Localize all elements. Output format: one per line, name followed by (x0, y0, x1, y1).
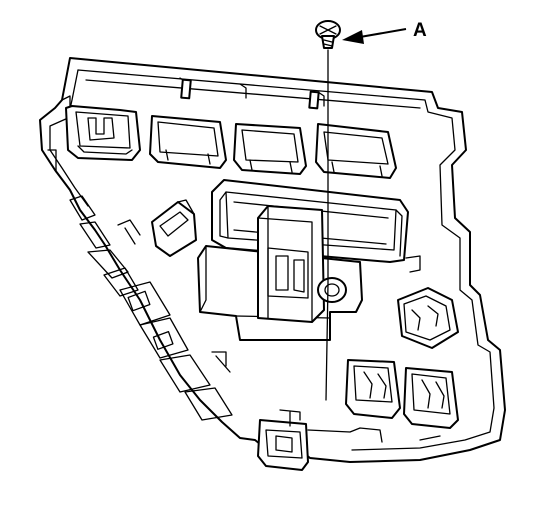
screw-leader-dash (325, 283, 329, 401)
right-connector-upper (397, 287, 459, 349)
top-connector-4 (315, 123, 397, 179)
screw-icon (315, 20, 341, 49)
top-connector-2 (149, 115, 227, 169)
right-connector-lower-1 (345, 359, 401, 419)
top-connector-1 (65, 105, 141, 161)
bottom-tab (257, 409, 309, 471)
right-connector-lower-2 (403, 367, 459, 429)
bolt-hole (317, 277, 347, 303)
small-left-connector (151, 199, 197, 257)
bottom-edge-detail (307, 427, 441, 443)
callout-label-a: A (413, 20, 427, 41)
top-connector-3 (233, 123, 307, 175)
relay (257, 205, 325, 323)
arrow-left-icon (342, 28, 407, 44)
left-edge-clips (69, 195, 233, 421)
